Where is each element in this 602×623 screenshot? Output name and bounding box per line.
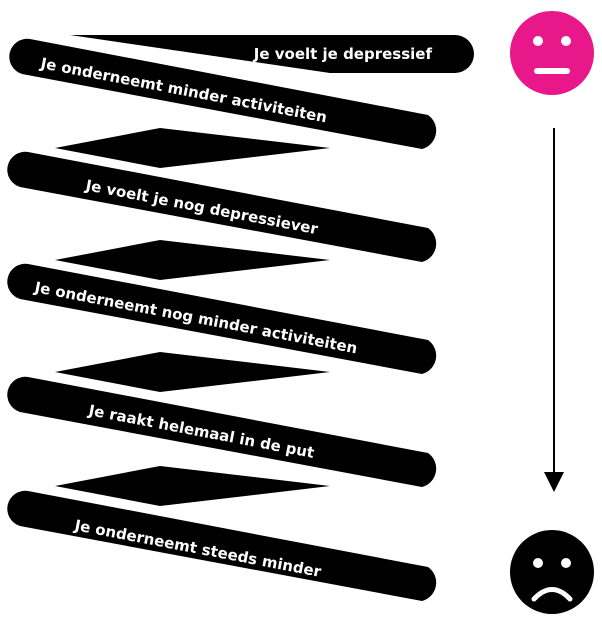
spiral-band-6: Je onderneemt steeds minder (7, 490, 437, 601)
step-label: Je voelt je depressief (253, 45, 433, 63)
sad-face-icon (510, 530, 594, 614)
spiral-band-3: Je voelt je nog depressiever (7, 151, 437, 262)
spiral-band-4: Je onderneemt nog minder activiteiten (7, 263, 437, 374)
neutral-face-icon (510, 11, 594, 95)
spiral-connector (55, 240, 330, 280)
spiral-connector (55, 352, 330, 392)
spiral-connector (55, 466, 330, 506)
spiral-band-5: Je raakt helemaal in de put (7, 376, 437, 487)
spiral-band-1: Je voelt je depressief (70, 35, 474, 73)
spiral-connector (55, 128, 330, 168)
